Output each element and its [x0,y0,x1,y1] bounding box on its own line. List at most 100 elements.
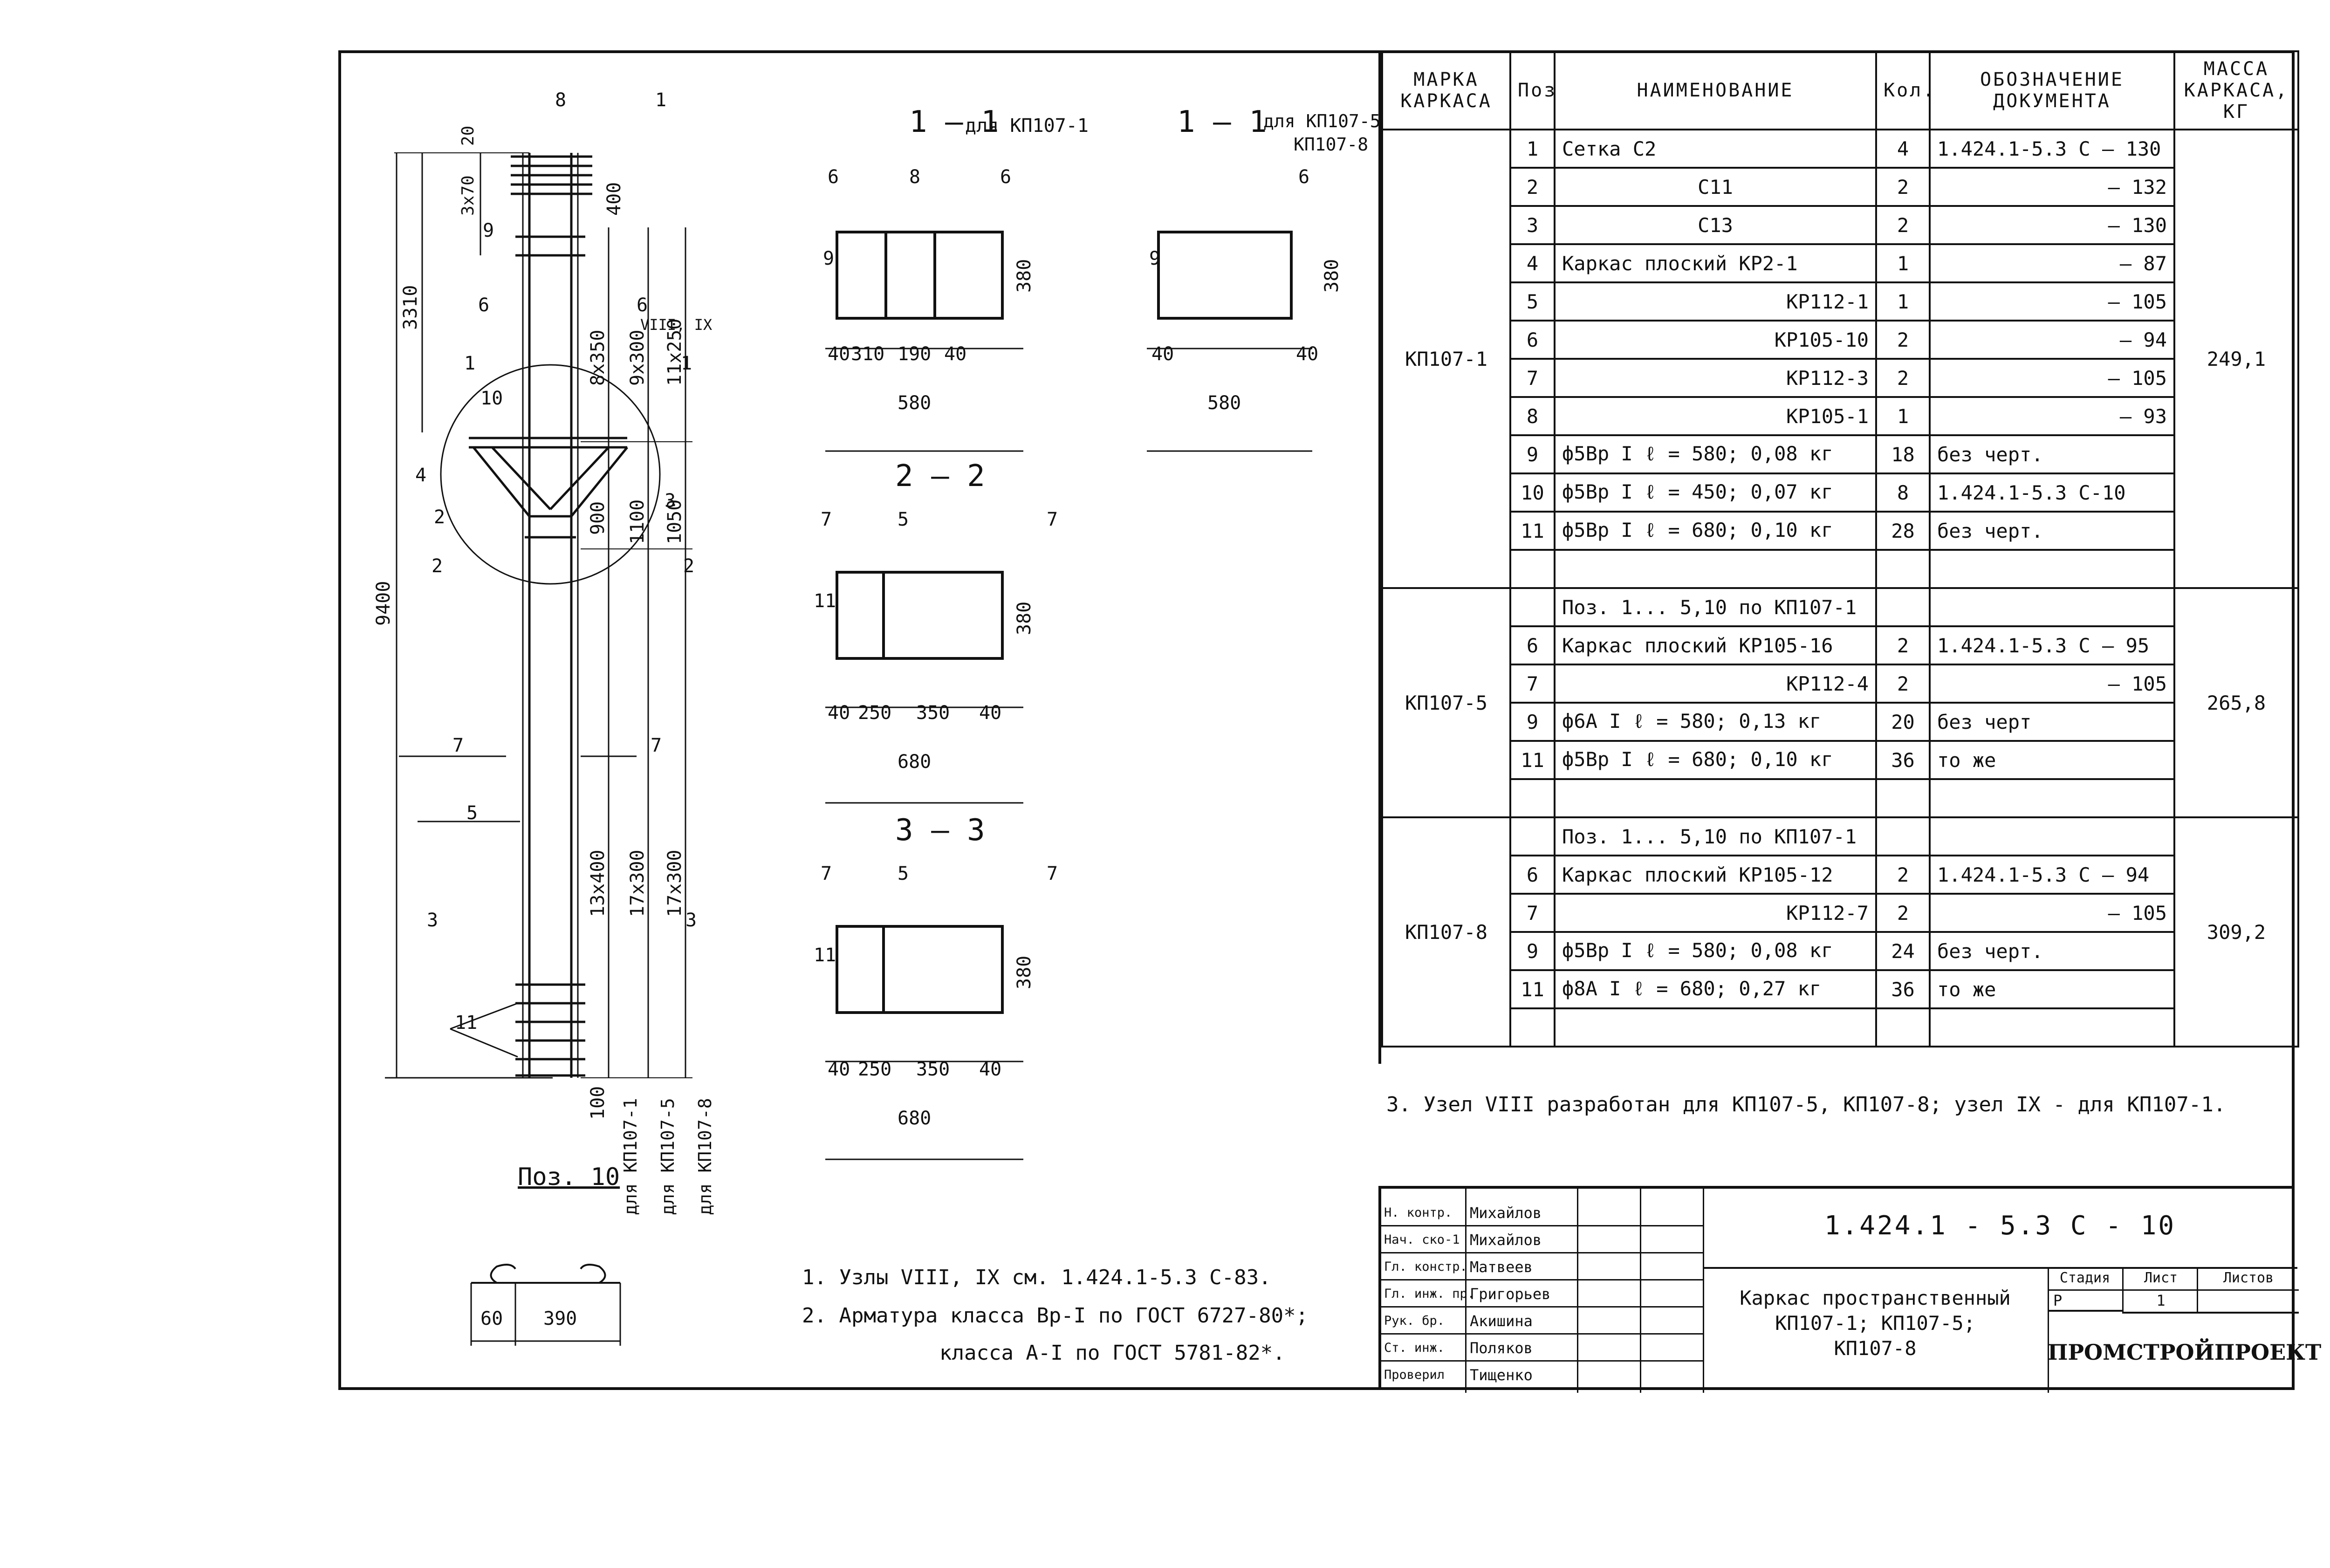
cell-qty: 36 [1875,740,1931,780]
signature-name: Михайлов [1470,1204,1542,1222]
cell-doc: 1.424.1-5.3 С – 95 [1929,625,2175,665]
cell-qty: 18 [1875,434,1931,474]
dim-11x250: 11х250 [664,319,685,386]
cell-qty: 2 [1875,664,1931,704]
cell-name: ф5Вр I ℓ = 680; 0,10 кг [1554,740,1877,780]
cell-name: КР112-3 [1554,358,1877,398]
cell-name: ф5Вр I ℓ = 580; 0,08 кг [1554,931,1877,971]
drawing-graphics: 1 – 1 для КП107-1 1 – 1 для КП107-5, КП1… [373,89,1378,1365]
s11b-dim-580: 580 [1207,392,1241,414]
section-for-1-1b-line2: КП107-8 [1294,134,1368,155]
header-pos: Поз. [1509,50,1556,130]
cell-doc: 1.424.1-5.3 С – 94 [1929,855,2175,895]
s11a-dim-580: 580 [898,392,931,414]
cell-doc: то же [1929,740,2175,780]
section-title-1-1a: 1 – 1 [909,105,999,139]
section-for-1-1b-line1: для КП107-5, [1263,111,1378,131]
stage-value: Р [2048,1289,2122,1312]
drawing-title-line-1: Каркас пространственный [1740,1287,2011,1309]
s33-dim-380: 380 [1014,956,1035,989]
signature-name: Григорьев [1470,1285,1551,1303]
title-block: 1.424.1 - 5.3 С - 10 Каркас пространстве… [1378,1186,2321,1393]
cell-qty: 2 [1875,893,1931,933]
s11a-pos-6a: 6 [828,166,839,188]
s33-pos-7a: 7 [821,863,832,884]
cell-qty: 4 [1875,129,1931,169]
specification-table: МАРКА КАРКАСА Поз. НАИМЕНОВАНИЕ Кол. ОБО… [1378,50,2299,1064]
dim-8x350: 8х350 [587,330,609,386]
cell-name [1554,549,1877,589]
cell-pos [1509,778,1556,818]
label-section-3-left: 3 [427,910,438,931]
sheet-label: Лист [2122,1267,2198,1291]
cell-pos: 8 [1509,396,1556,436]
drawing-title-line-3: КП107-8 [1834,1337,1917,1360]
label-2: 2 [434,507,445,528]
cell-qty [1875,587,1931,627]
spec-row [1382,549,2298,589]
section-title-3-3: 3 – 3 [895,813,985,848]
cell-qty: 2 [1875,167,1931,207]
cell-name: ф6А I ℓ = 580; 0,13 кг [1554,702,1877,742]
label-6a: 6 [478,294,489,316]
pos10-title: Поз. 10 [518,1163,620,1191]
cell-doc [1929,549,2175,589]
cell-qty [1875,1007,1931,1048]
label-section-1-right: 1 [681,353,692,374]
label-section-2-left: 2 [432,555,443,577]
cell-pos: 6 [1509,625,1556,665]
signature-role: Рук. бр. [1384,1314,1445,1328]
cell-name: КР105-10 [1554,320,1877,360]
cell-name: С11 [1554,167,1877,207]
s11b-pos-6: 6 [1298,166,1309,188]
note-1: 1. Узлы VIII, IX см. 1.424.1-5.3 С-83. [802,1266,1271,1289]
signature-role: Ст. инж. [1384,1341,1445,1355]
note-3: 3. Узел VIII разработан для КП107-5, КП1… [1386,1093,2226,1116]
dim-20: 20 [459,126,478,146]
s33-pos-5: 5 [898,863,909,884]
cell-doc: – 87 [1929,243,2175,283]
cell-qty: 2 [1875,855,1931,895]
cell-qty [1875,549,1931,589]
cell-doc: – 94 [1929,320,2175,360]
cell-qty: 2 [1875,625,1931,665]
cell-name: Сетка С2 [1554,129,1877,169]
cell-pos: 9 [1509,702,1556,742]
signature-role: Гл. констр. [1384,1260,1467,1274]
cell-name: Каркас плоский КР105-12 [1554,855,1877,895]
pos10-dim-60: 60 [480,1308,503,1329]
cell-mark: КП107-5 [1381,587,1511,818]
cell-pos: 11 [1509,969,1556,1009]
cell-doc: – 130 [1929,205,2175,245]
cell-pos: 2 [1509,167,1556,207]
s22-dim-680: 680 [898,751,931,773]
label-section-1-left: 1 [464,353,475,374]
dim-900: 900 [587,501,609,535]
s11a-dim-380: 380 [1014,259,1035,293]
s33-dim-40b: 40 [979,1059,1001,1080]
cell-pos [1509,549,1556,589]
s33-dim-350: 350 [916,1059,950,1080]
cell-qty: 20 [1875,702,1931,742]
drawing-title: Каркас пространственный КП107-1; КП107-5… [1703,1267,2048,1361]
section-title-2-2: 2 – 2 [895,459,985,493]
cell-pos: 5 [1509,281,1556,322]
s11b-pos-9: 9 [1149,248,1160,269]
label-7b: 7 [651,735,662,756]
document-number: 1.424.1 - 5.3 С - 10 [1703,1189,2297,1269]
label-9: 9 [483,220,494,241]
s11b-dim-40b: 40 [1296,343,1318,365]
s11b-dim-380: 380 [1321,259,1343,293]
